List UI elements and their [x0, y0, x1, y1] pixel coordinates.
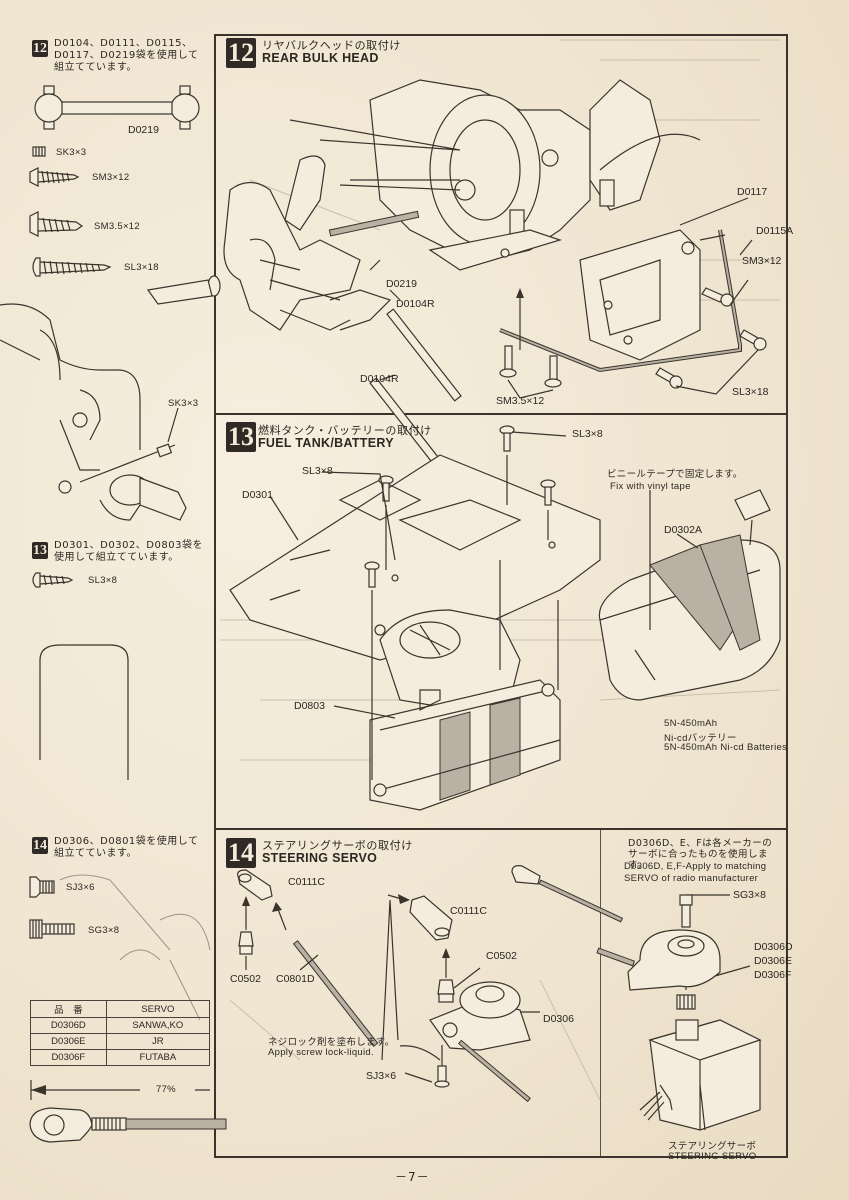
- battery-note-jp1: 5N-450mAh: [664, 718, 718, 729]
- label-c0801d: C0801D: [276, 973, 315, 985]
- label-d0306d: D0306D: [754, 941, 793, 953]
- servo-part-table: 品 番 SERVO D0306D SANWA,KO D0306E JR D030…: [30, 1000, 211, 1066]
- section14-badge: 14: [226, 838, 256, 868]
- lock-note-en: Apply screw lock-liquid.: [268, 1047, 374, 1058]
- battery-note-jp2: Ni-cdバッテリー: [664, 733, 737, 744]
- label-sl3x8-top: SL3×8: [572, 428, 603, 440]
- screw-drawing: [499, 287, 767, 389]
- label-d0104r-2: D0104R: [360, 373, 399, 385]
- label-sg3x8: SG3×8: [733, 889, 766, 901]
- label-sj3x6: SJ3×6: [366, 1070, 397, 1082]
- screw-label-sl3x8-sidebar: SL3×8: [88, 575, 118, 586]
- table-row: D0306F FUTABA: [30, 1049, 211, 1066]
- battery-note-en: 5N-450mAh Ni-cd Batteries: [664, 742, 788, 753]
- divider-12-13: [214, 413, 786, 415]
- table-cell-servo: FUTABA: [105, 1049, 211, 1066]
- page-number: －7－: [395, 1170, 430, 1184]
- label-d0115a: D0115A: [756, 225, 794, 237]
- table-header-row: 品 番 SERVO: [30, 1000, 211, 1018]
- table-row: D0306D SANWA,KO: [30, 1017, 211, 1034]
- section14-title-en: STEERING SERVO: [262, 851, 378, 865]
- sidebar-step12-note: D0104、D0111、D0115、D0117、D0219袋を使用して組立ててい…: [54, 38, 199, 73]
- screw-drawing: [364, 425, 556, 588]
- screw-label-sl3x18: SL3×18: [124, 262, 159, 273]
- tape-note-en: Fix with vinyl tape: [610, 481, 691, 492]
- sidebar-callout-sk3x3: SK3×3: [168, 398, 199, 409]
- label-d0104r-1: D0104R: [396, 298, 435, 310]
- divider-13-14: [214, 828, 786, 830]
- label-sm35x12: SM3.5×12: [496, 395, 545, 407]
- sidebar-step14-note: D0306、D0801袋を使用して組立てています。: [54, 836, 199, 859]
- main-frame: [214, 34, 788, 1158]
- label-sl3x8-left: SL3×8: [302, 465, 333, 477]
- screw-label-sm35x12: SM3.5×12: [94, 221, 140, 232]
- sidebar-step13-note: D0301、D0302、D0803袋を使用して組立てています。: [54, 540, 203, 563]
- section12-title-jp: リヤバルクヘッドの取付け: [262, 39, 401, 52]
- section12-badge: 12: [226, 38, 256, 68]
- servo-note-en1: D0306D, E,F-Apply to matching: [624, 861, 767, 872]
- rod-length-label: 77%: [156, 1084, 176, 1095]
- section14-title-jp: ステアリングサーボの取付け: [262, 839, 413, 852]
- label-d0306f: D0306F: [754, 969, 792, 981]
- label-c0502-2: C0502: [486, 950, 517, 962]
- label-c0111c-2: C0111C: [450, 905, 487, 917]
- section13-badge: 13: [226, 422, 256, 452]
- sidebar-step14-badge: 14: [32, 837, 48, 854]
- divider-14-inner: [600, 830, 601, 1156]
- section12-title-en: REAR BULK HEAD: [262, 51, 379, 65]
- servo-label-jp: ステアリングサーボ: [668, 1141, 757, 1152]
- label-d0219: D0219: [386, 278, 417, 290]
- lock-note-jp: ネジロック剤を塗布します。: [268, 1037, 395, 1048]
- label-c0111c-1: C0111C: [288, 876, 325, 888]
- servo-note-en2: SERVO of radio manufacturer: [624, 873, 759, 884]
- screw-label-sk3x3: SK3×3: [56, 147, 87, 158]
- section13-title-en: FUEL TANK/BATTERY: [258, 436, 394, 450]
- servo-note-jp: D0306D、E、Fは各メーカーのサーボに合ったものを使用します。: [628, 838, 773, 871]
- label-d0803: D0803: [294, 700, 325, 712]
- label-d0302a: D0302A: [664, 524, 702, 536]
- tape-note-jp: ビニールテープで固定します。: [607, 469, 743, 480]
- table-row: D0306E JR: [30, 1033, 211, 1050]
- section13-title-jp: 燃料タンク・バッテリーの取付け: [258, 424, 432, 437]
- label-sm3x12: SM3×12: [742, 255, 782, 267]
- label-d0301: D0301: [242, 489, 273, 501]
- label-c0502-1: C0502: [230, 973, 261, 985]
- label-d0306e: D0306E: [754, 955, 792, 967]
- servo-label-en: STEERING SERVO: [668, 1151, 757, 1162]
- label-d0117: D0117: [737, 186, 768, 198]
- label-d0306: D0306: [543, 1013, 574, 1025]
- dogbone-label: D0219: [128, 124, 159, 136]
- sidebar-step13-badge: 13: [32, 542, 48, 559]
- screw-label-sj3x6: SJ3×6: [66, 882, 95, 893]
- screw-label-sg3x8: SG3×8: [88, 925, 120, 936]
- screw-label-sm3x12: SM3×12: [92, 172, 130, 183]
- label-sl3x18: SL3×18: [732, 386, 769, 398]
- sidebar-step12-badge: 12: [32, 40, 48, 57]
